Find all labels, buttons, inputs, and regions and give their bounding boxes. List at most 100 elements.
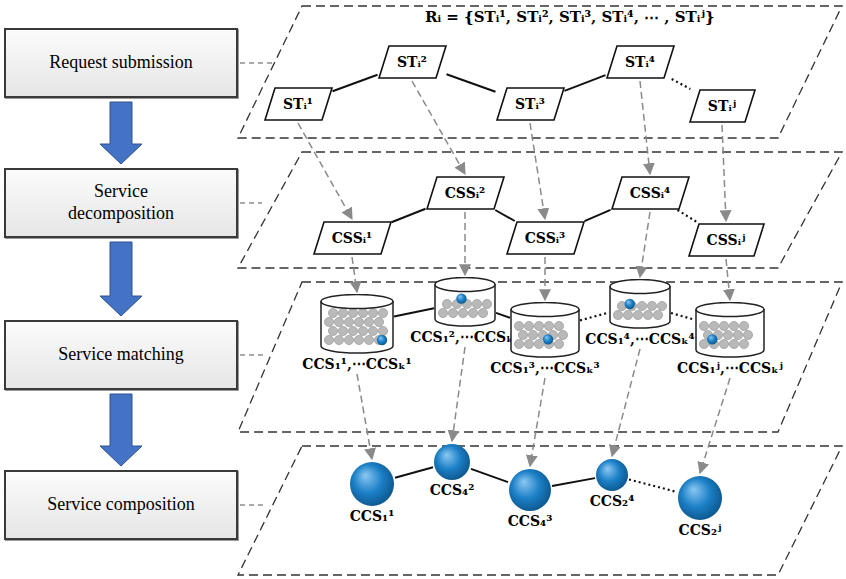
composed-service-sphere: CCS₄² xyxy=(427,443,478,498)
service-ball xyxy=(699,339,708,348)
node-label: CCS₄³ xyxy=(505,513,556,529)
node-label: CCS₁⁴,⋯CCSₖ⁴ xyxy=(582,331,698,347)
selected-service-ball xyxy=(377,335,387,345)
task-parallelogram: CSSᵢ³ xyxy=(506,221,585,255)
service-ball xyxy=(524,321,533,330)
cylinder-top xyxy=(511,303,579,317)
task-parallelogram: STᵢ¹ xyxy=(264,87,333,121)
service-ball xyxy=(653,310,662,319)
service-ball xyxy=(438,308,447,317)
composition-link xyxy=(447,74,496,91)
parallelogram-shape xyxy=(427,177,504,209)
mapping-arrow xyxy=(352,257,357,292)
layer-plane xyxy=(238,152,842,268)
composition-link xyxy=(495,210,515,221)
service-ball xyxy=(544,321,553,330)
stage-box: Service decomposition xyxy=(4,168,238,238)
service-ball xyxy=(334,317,343,326)
flow-arrow xyxy=(100,102,142,164)
node-label: STᵢ¹ xyxy=(283,96,313,112)
service-ball xyxy=(482,299,491,308)
mapping-arrow xyxy=(722,125,726,221)
service-ball xyxy=(514,321,523,330)
layer-plane xyxy=(238,6,842,138)
composed-service-sphere: CCS₄³ xyxy=(505,468,556,529)
composition-link xyxy=(496,313,510,318)
service-ball xyxy=(354,335,363,344)
layer-plane xyxy=(238,282,842,432)
parallelogram-shape xyxy=(507,222,584,254)
selected-service-ball xyxy=(456,293,466,303)
node-label: STᵢ⁴ xyxy=(625,54,655,70)
service-ball xyxy=(324,335,333,344)
parallelogram-shape xyxy=(497,88,564,120)
dotted-link xyxy=(671,313,695,320)
service-pool-cylinder: CCS₁⁴,⋯CCSₖ⁴ xyxy=(582,279,698,347)
mapping-arrow xyxy=(530,123,545,219)
service-ball xyxy=(534,339,543,348)
service-ball xyxy=(657,301,666,310)
service-ball xyxy=(534,321,543,330)
composition-link xyxy=(471,469,508,482)
node-label: STᵢʲ xyxy=(708,98,736,114)
service-ball xyxy=(348,308,357,317)
service-ball xyxy=(448,308,457,317)
task-parallelogram: CSSᵢ² xyxy=(426,176,505,210)
selected-service-ball xyxy=(707,334,717,344)
service-ball xyxy=(514,339,523,348)
service-ball xyxy=(364,317,373,326)
service-ball xyxy=(472,299,481,308)
task-parallelogram: STᵢ⁴ xyxy=(606,45,675,79)
service-ball xyxy=(374,317,383,326)
node-label: CCS₁ʲ,⋯CCSₖʲ xyxy=(674,360,786,376)
service-ball xyxy=(338,308,347,317)
service-ball xyxy=(633,310,642,319)
service-ball xyxy=(554,339,563,348)
service-ball xyxy=(528,330,537,339)
mapping-arrow xyxy=(357,374,372,459)
cylinder-icon xyxy=(510,302,580,358)
node-label: CSSᵢʲ xyxy=(707,232,746,248)
task-parallelogram: CSSᵢ⁴ xyxy=(611,176,690,210)
mapping-arrow xyxy=(298,123,352,219)
mapping-arrow xyxy=(452,347,465,441)
service-ball xyxy=(554,321,563,330)
cylinder-top xyxy=(610,280,670,294)
service-ball xyxy=(378,326,387,335)
flow-arrow xyxy=(100,242,142,316)
stage-label: Service composition xyxy=(46,494,196,516)
service-ball xyxy=(458,308,467,317)
service-ball xyxy=(468,308,477,317)
sphere-icon xyxy=(433,443,471,481)
dotted-link xyxy=(672,79,691,89)
service-ball xyxy=(524,339,533,348)
mapping-arrow xyxy=(640,81,650,174)
node-label: CCS₂ʲ xyxy=(676,522,725,538)
service-ball xyxy=(709,321,718,330)
parallelogram-shape xyxy=(690,90,755,122)
service-ball xyxy=(328,326,337,335)
cylinder-icon xyxy=(320,294,394,354)
task-parallelogram: CSSᵢ¹ xyxy=(313,221,392,255)
sphere-shape xyxy=(434,444,470,480)
composition-link xyxy=(565,75,606,91)
selected-service-ball xyxy=(543,334,553,344)
flow-arrow xyxy=(100,394,142,466)
composition-link xyxy=(395,467,433,477)
mapping-arrow xyxy=(700,378,730,473)
node-label: CSSᵢ¹ xyxy=(332,230,373,246)
composed-service-sphere: CCS₂⁴ xyxy=(587,458,638,509)
composition-link xyxy=(392,209,426,223)
service-ball xyxy=(368,308,377,317)
composition-link xyxy=(552,478,595,486)
service-ball xyxy=(739,321,748,330)
service-ball xyxy=(358,308,367,317)
leader-line xyxy=(240,63,272,64)
service-ball xyxy=(743,330,752,339)
service-ball xyxy=(354,317,363,326)
service-pool-cylinder: CCS₁²,⋯CCSₖ² xyxy=(407,277,523,345)
leader-line xyxy=(240,355,265,356)
sphere-shape xyxy=(509,469,551,511)
service-ball xyxy=(719,339,728,348)
service-ball xyxy=(558,330,567,339)
